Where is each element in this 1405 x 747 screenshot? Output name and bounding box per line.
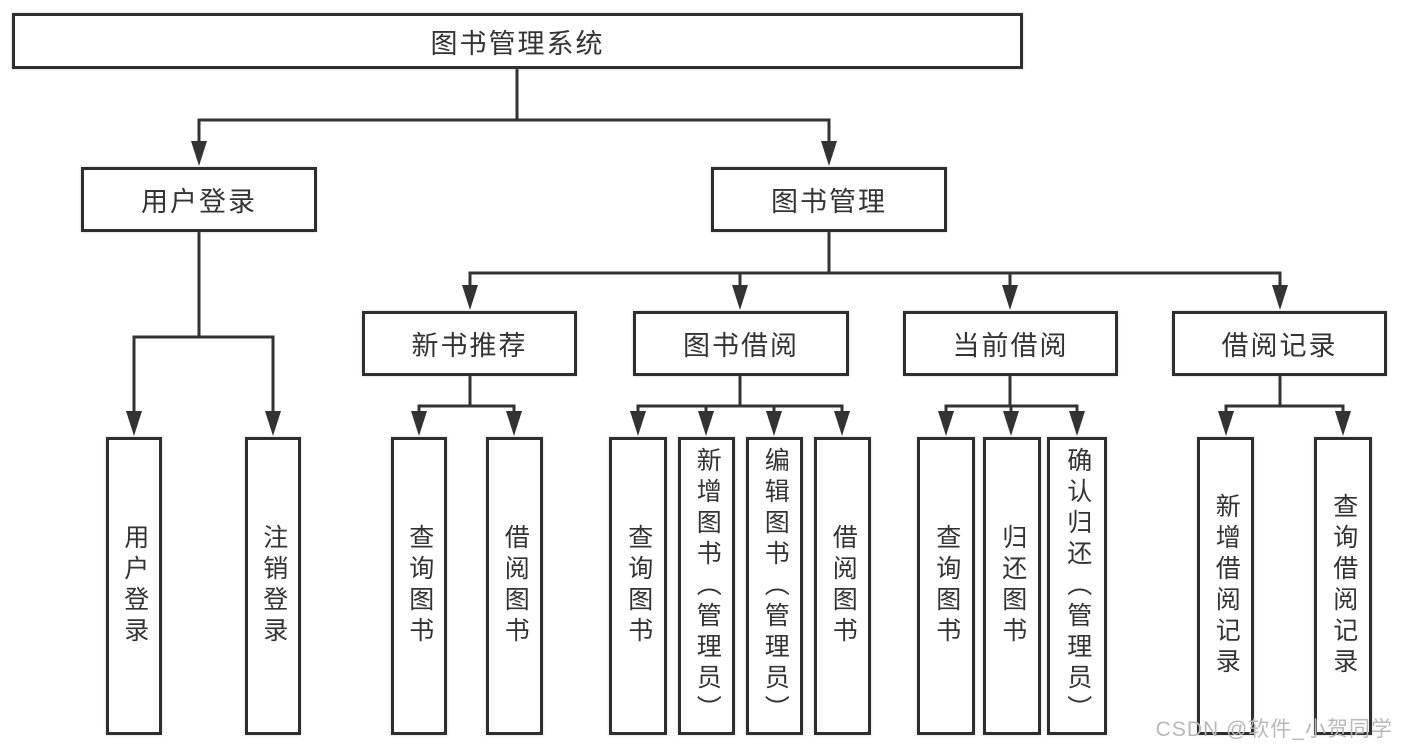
leaf-user-login: 用户登录 bbox=[106, 437, 162, 735]
node-label: 新增图书（管理员） bbox=[693, 446, 722, 726]
connector-new-book-recommend-children bbox=[411, 374, 522, 436]
node-label: 图书管理 bbox=[771, 187, 887, 217]
node-label: 查询图书 bbox=[405, 524, 434, 648]
arrowhead bbox=[506, 411, 522, 436]
node-label: 新书推荐 bbox=[411, 331, 528, 361]
connector-line bbox=[417, 374, 516, 416]
arrowhead bbox=[938, 411, 954, 436]
arrowhead bbox=[1335, 411, 1351, 436]
arrowhead bbox=[834, 411, 850, 436]
arrowhead bbox=[732, 285, 748, 310]
leaf-records-add-borrow-record: 新增借阅记录 bbox=[1197, 437, 1254, 735]
csdn-watermark: CSDN @软件_小贺同学 bbox=[1155, 718, 1393, 741]
node-label: 查询借阅记录 bbox=[1329, 493, 1358, 679]
arrowhead bbox=[630, 411, 646, 436]
connector-borrow-records-children bbox=[1218, 374, 1351, 436]
arrowhead bbox=[1272, 285, 1288, 310]
leaf-borrow-borrow-books: 借阅图书 bbox=[814, 437, 871, 735]
connector-line bbox=[468, 230, 1282, 290]
node-label: 图书借阅 bbox=[683, 331, 799, 361]
arrowhead bbox=[1218, 411, 1234, 436]
connector-book-borrow-children bbox=[630, 374, 850, 436]
leaf-logout-login: 注销登录 bbox=[245, 437, 301, 735]
arrowhead bbox=[126, 411, 142, 436]
node-label: 归还图书 bbox=[998, 524, 1027, 648]
connector-line bbox=[132, 230, 275, 415]
arrowhead bbox=[766, 411, 782, 436]
arrowhead bbox=[1069, 411, 1085, 436]
node-label: 图书管理系统 bbox=[430, 28, 605, 59]
connector-line bbox=[197, 67, 831, 145]
arrowhead bbox=[698, 411, 714, 436]
leaf-current-return-books: 归还图书 bbox=[983, 437, 1041, 735]
leaf-records-query-borrow-record: 查询借阅记录 bbox=[1314, 437, 1372, 735]
arrowhead bbox=[191, 141, 207, 166]
connector-book-management-children bbox=[462, 230, 1288, 310]
node-library-management-system: 图书管理系统 bbox=[12, 13, 1023, 69]
node-label: 注销登录 bbox=[259, 524, 288, 648]
node-label: 查询图书 bbox=[624, 524, 653, 648]
arrowhead bbox=[462, 285, 478, 310]
node-user-login: 用户登录 bbox=[81, 167, 317, 232]
node-borrow-records: 借阅记录 bbox=[1172, 311, 1387, 376]
node-current-borrow: 当前借阅 bbox=[903, 311, 1118, 376]
connector-line bbox=[636, 374, 844, 416]
leaf-current-confirm-return-admin: 确认归还（管理员） bbox=[1047, 437, 1107, 735]
arrowhead bbox=[821, 141, 837, 166]
leaf-recommend-borrow-books: 借阅图书 bbox=[486, 437, 543, 735]
node-label: 确认归还（管理员） bbox=[1063, 446, 1092, 726]
node-label: 当前借阅 bbox=[952, 331, 1069, 361]
connector-user-login-children bbox=[126, 230, 281, 436]
node-label: 借阅图书 bbox=[829, 524, 858, 648]
node-label: 借阅图书 bbox=[501, 524, 530, 648]
connector-line bbox=[1224, 374, 1345, 416]
leaf-borrow-add-books-admin: 新增图书（管理员） bbox=[678, 437, 735, 735]
connector-line bbox=[944, 374, 1079, 416]
node-label: 查询图书 bbox=[932, 524, 961, 648]
node-book-borrow: 图书借阅 bbox=[633, 311, 849, 376]
leaf-borrow-edit-books-admin: 编辑图书（管理员） bbox=[746, 437, 803, 735]
arrowhead bbox=[1003, 411, 1019, 436]
connector-root-to-level2 bbox=[191, 67, 837, 166]
leaf-current-query-books: 查询图书 bbox=[917, 437, 975, 735]
connector-current-borrow-children bbox=[938, 374, 1085, 436]
node-book-management: 图书管理 bbox=[711, 167, 947, 232]
node-label: 编辑图书（管理员） bbox=[761, 446, 790, 726]
node-label: 借阅记录 bbox=[1221, 331, 1338, 361]
node-label: 用户登录 bbox=[141, 187, 257, 217]
leaf-borrow-query-books: 查询图书 bbox=[609, 437, 667, 735]
arrowhead bbox=[1002, 285, 1018, 310]
leaf-recommend-query-books: 查询图书 bbox=[391, 437, 447, 735]
arrowhead bbox=[265, 411, 281, 436]
node-label: 用户登录 bbox=[120, 524, 149, 648]
node-label: 新增借阅记录 bbox=[1212, 493, 1241, 679]
arrowhead bbox=[411, 411, 427, 436]
node-new-book-recommend: 新书推荐 bbox=[362, 311, 577, 376]
